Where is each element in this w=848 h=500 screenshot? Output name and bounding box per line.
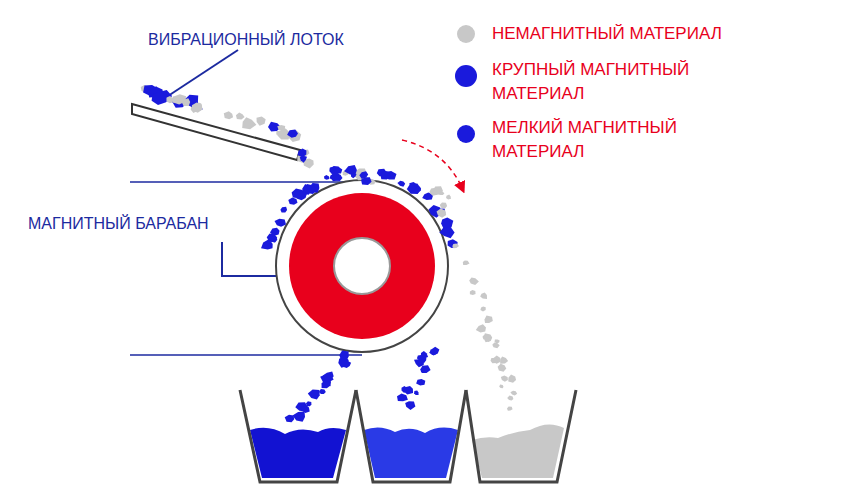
particle [275, 219, 287, 227]
particle [224, 111, 233, 119]
particle [480, 306, 485, 311]
particle [500, 356, 508, 363]
particle [405, 401, 415, 410]
collection-bin [240, 390, 356, 482]
particle [492, 343, 499, 349]
particle [417, 355, 424, 360]
particle [306, 401, 312, 406]
particle [452, 244, 459, 249]
particle [397, 181, 405, 187]
particle [408, 185, 417, 191]
particle [476, 324, 486, 332]
particle [344, 165, 357, 174]
particle [470, 290, 476, 295]
drum-magnet [289, 193, 435, 339]
legend-swatch [457, 125, 475, 143]
frame-line [130, 354, 362, 356]
particle [491, 358, 499, 363]
particle [507, 395, 513, 400]
legend-text: МЕЛКИЙ МАГНИТНЫЙ МАТЕРИАЛ [492, 116, 707, 164]
frame-line [130, 181, 362, 183]
particle [276, 131, 282, 136]
particle [319, 389, 326, 394]
drum-shell [276, 180, 448, 352]
particle [359, 171, 368, 179]
particle [236, 113, 245, 120]
particle [292, 188, 305, 198]
particle [308, 389, 320, 399]
legend-text: КРУПНЫЙ МАГНИТНЫЙ МАТЕРИАЛ [492, 58, 707, 106]
particle [380, 171, 390, 180]
legend-swatch [455, 65, 477, 87]
particle [192, 103, 203, 113]
particle [510, 391, 517, 396]
particle [480, 293, 487, 299]
particle [261, 239, 273, 250]
legend-text: НЕМАГНИТНЫЙ МАТЕРИАЛ [492, 22, 812, 46]
particle [301, 405, 310, 413]
particle [429, 188, 439, 196]
particle [182, 98, 190, 106]
legend-swatch [457, 25, 475, 43]
bin-fill [250, 428, 346, 478]
particle [334, 174, 342, 181]
particle [287, 129, 298, 137]
particle [402, 386, 408, 393]
particle [439, 227, 454, 239]
particle [499, 384, 503, 388]
particle [508, 375, 516, 383]
particle [437, 209, 447, 218]
particle [484, 333, 493, 342]
part-label: МАГНИТНЫЙ БАРАБАН [28, 212, 209, 236]
particle [507, 406, 513, 410]
particle [257, 117, 266, 126]
rotation-arrow [402, 140, 462, 188]
particle [323, 372, 334, 381]
particle [152, 92, 167, 105]
vibrating-tray [132, 104, 300, 160]
particle [438, 188, 442, 192]
material-particles [141, 85, 518, 422]
particle [469, 278, 479, 285]
particle [416, 379, 425, 386]
bin-fill [472, 424, 564, 478]
particle [280, 207, 287, 213]
particle [351, 173, 357, 178]
particle [421, 365, 431, 373]
particle [485, 316, 493, 324]
particle [495, 339, 500, 343]
particle [339, 351, 348, 361]
particle [270, 228, 280, 236]
particle [501, 375, 508, 381]
collection-bin [356, 390, 466, 482]
part-label: ВИБРАЦИОННЫЙ ЛОТОК [148, 28, 344, 52]
particle [446, 195, 451, 200]
bin-fill [364, 427, 458, 478]
particle [498, 364, 507, 372]
particle [242, 117, 256, 129]
particle [324, 175, 329, 180]
particle [414, 391, 419, 395]
particle [429, 347, 439, 356]
drum-axle [334, 238, 390, 294]
particle [440, 202, 447, 208]
particle [463, 260, 470, 265]
particle [322, 381, 331, 389]
particle [293, 412, 306, 422]
particle [288, 198, 297, 205]
leader-line [168, 50, 238, 96]
particle [298, 148, 307, 157]
particle [397, 393, 408, 401]
collection-bin [466, 390, 576, 482]
particle [285, 415, 295, 423]
